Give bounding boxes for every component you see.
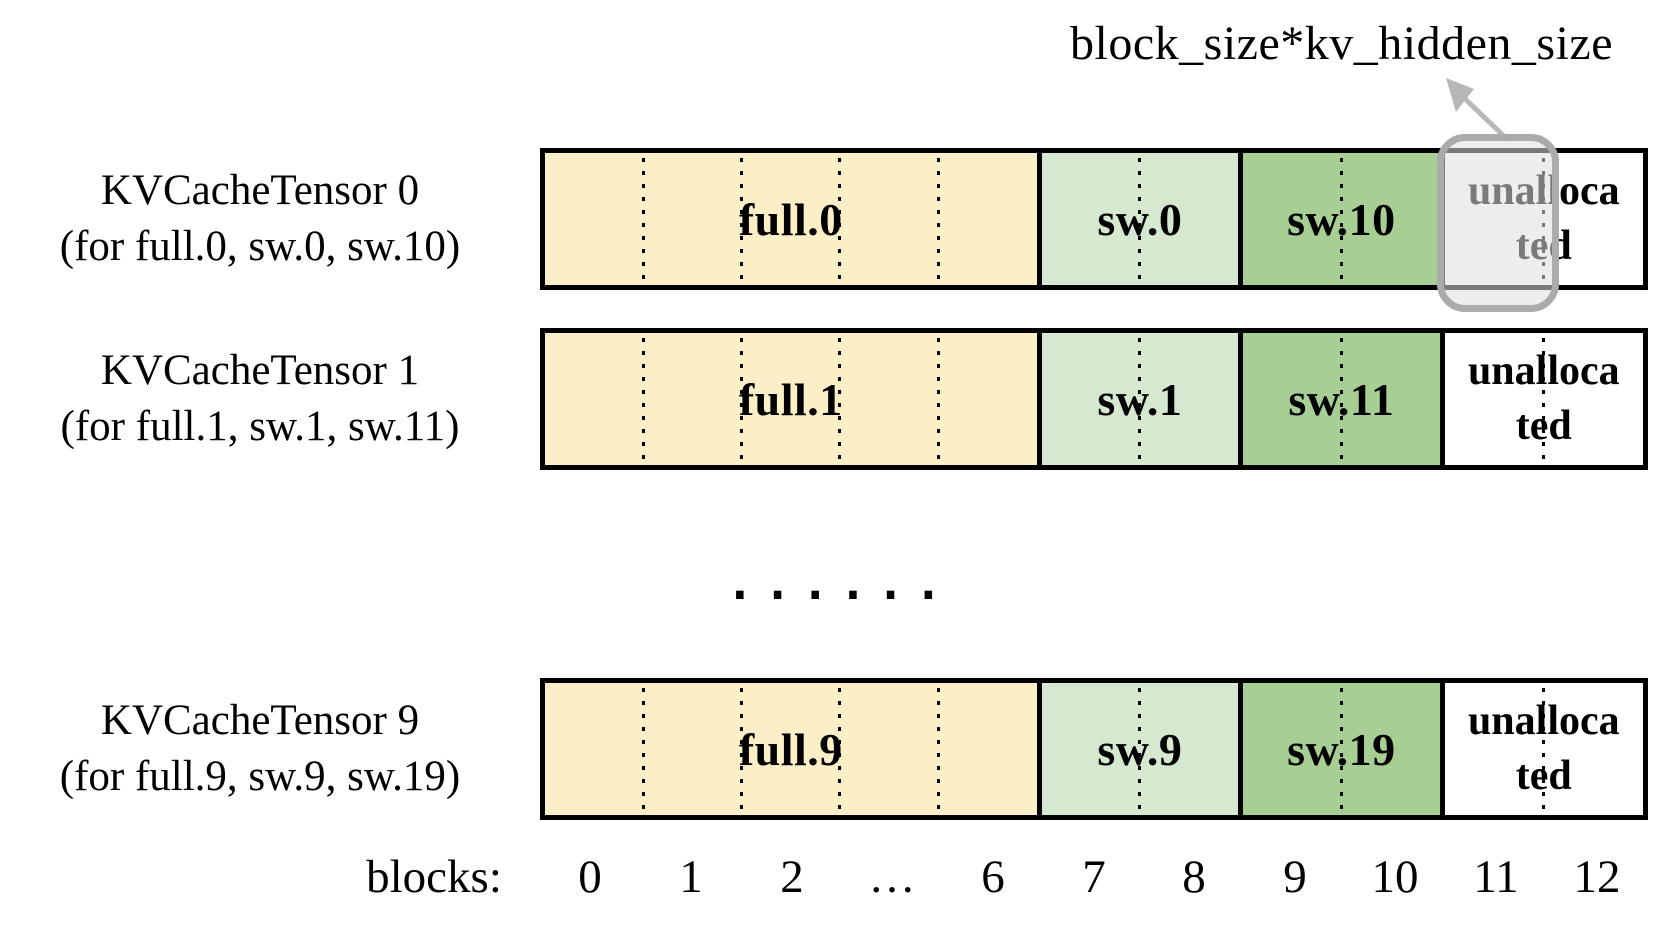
block-tick-6: 6 <box>981 851 1005 903</box>
block-divider <box>838 338 842 460</box>
tensor-0-label: KVCacheTensor 0 (for full.0, sw.0, sw.10… <box>0 148 520 290</box>
tensor-9-segment-sw: sw.9 <box>1036 683 1239 815</box>
block-divider <box>740 338 744 460</box>
segment-label: sw.10 <box>1287 193 1396 245</box>
tensor-0-name: KVCacheTensor 0 <box>100 167 420 215</box>
tensor-0-subtitle: (for full.0, sw.0, sw.10) <box>59 223 461 270</box>
tensor-0-segment-sw2: sw.10 <box>1238 153 1440 285</box>
tensor-1-label: KVCacheTensor 1 (for full.1, sw.1, sw.11… <box>0 328 520 470</box>
block-tick-11: 11 <box>1473 851 1519 903</box>
block-divider <box>641 158 645 280</box>
block-tick-1: 1 <box>679 851 703 903</box>
block-divider <box>838 158 842 280</box>
block-divider <box>936 338 940 460</box>
segment-label: full.1 <box>738 373 843 425</box>
block-divider <box>838 688 842 810</box>
segment-label: sw.1 <box>1097 373 1183 425</box>
segment-label: full.9 <box>738 723 843 775</box>
tensor-1-subtitle: (for full.1, sw.1, sw.11) <box>60 403 460 450</box>
tensor-1-segment-sw2: sw.11 <box>1238 333 1440 465</box>
tensor-1-segment-sw: sw.1 <box>1036 333 1239 465</box>
segment-label: sw.9 <box>1097 723 1183 775</box>
block-divider <box>641 338 645 460</box>
segment-label: sw.0 <box>1097 193 1183 245</box>
tensor-1-name: KVCacheTensor 1 <box>100 347 420 395</box>
block-divider <box>740 688 744 810</box>
block-tick-9: 9 <box>1283 851 1307 903</box>
segment-label: sw.19 <box>1287 723 1396 775</box>
block-tick-0: 0 <box>578 851 602 903</box>
block-divider <box>1542 688 1546 810</box>
tensor-1-segment-full: full.1 <box>545 333 1037 465</box>
block-tick-8: 8 <box>1182 851 1206 903</box>
block-size-annotation: block_size*kv_hidden_size <box>1070 17 1614 70</box>
segment-label: sw.11 <box>1288 373 1395 425</box>
rows-ellipsis: ...... <box>726 556 953 610</box>
block-divider <box>1542 338 1546 460</box>
annotation-arrow-icon <box>1446 78 1510 142</box>
block-divider <box>1339 338 1343 460</box>
block-divider <box>1339 158 1343 280</box>
tensor-9-label: KVCacheTensor 9 (for full.9, sw.9, sw.19… <box>0 678 520 820</box>
tensor-9-segment-full: full.9 <box>545 683 1037 815</box>
block-divider <box>641 688 645 810</box>
tensor-0-segment-sw: sw.0 <box>1036 153 1239 285</box>
highlighted-block-outline <box>1437 134 1559 312</box>
block-divider <box>740 158 744 280</box>
tensor-9-name: KVCacheTensor 9 <box>100 697 420 745</box>
block-tick-2: 2 <box>780 851 804 903</box>
block-tick-7: 7 <box>1082 851 1106 903</box>
blocks-axis-label: blocks: <box>366 851 502 903</box>
block-divider <box>936 158 940 280</box>
tensor-0-segment-full: full.0 <box>545 153 1037 285</box>
block-divider <box>936 688 940 810</box>
block-divider <box>1339 688 1343 810</box>
block-tick-10: 10 <box>1371 851 1419 903</box>
block-divider <box>1138 688 1142 810</box>
block-divider <box>1138 338 1142 460</box>
block-tick-ellipsis: … <box>868 851 916 903</box>
block-divider <box>1138 158 1142 280</box>
tensor-9-subtitle: (for full.9, sw.9, sw.19) <box>59 753 461 800</box>
segment-label: full.0 <box>738 193 843 245</box>
block-tick-12: 12 <box>1573 851 1621 903</box>
tensor-9-segment-sw2: sw.19 <box>1238 683 1440 815</box>
